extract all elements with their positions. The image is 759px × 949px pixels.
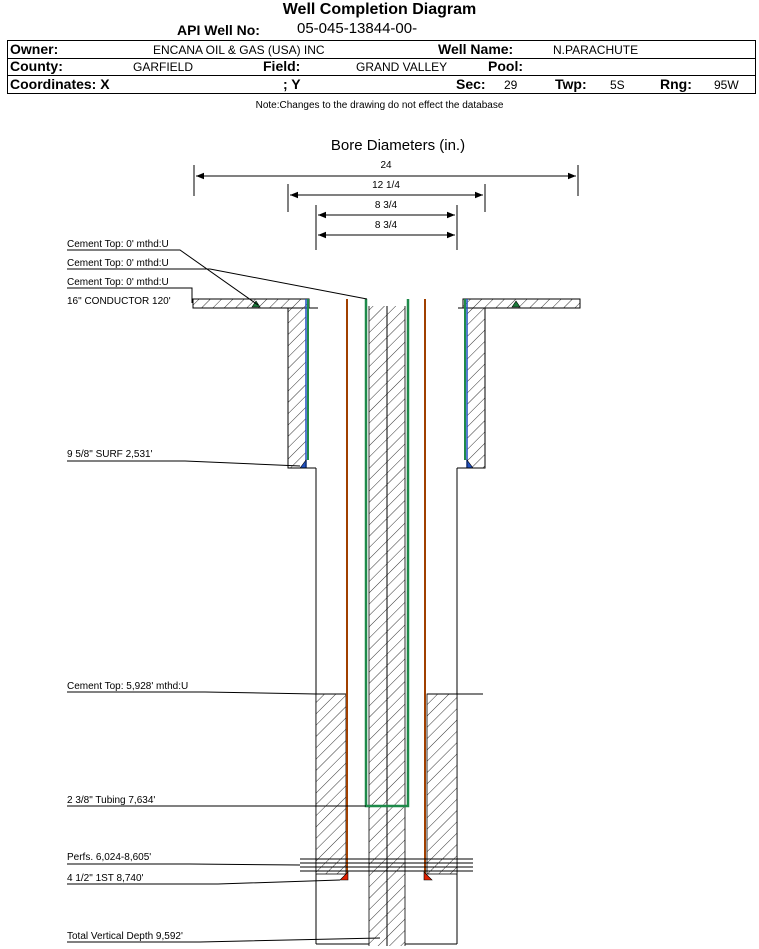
callout-tubing: 2 3/8" Tubing 7,634' xyxy=(67,795,366,807)
note-text: Note:Changes to the drawing do not effec… xyxy=(255,100,504,111)
callout-text: Cement Top: 0' mthd:U xyxy=(67,239,169,250)
callout-production-casing: 4 1/2" 1ST 8,740' xyxy=(67,873,341,885)
twp-label: Twp: xyxy=(555,76,587,92)
dimension-8-3-4-b: 8 3/4 xyxy=(318,220,455,239)
callout-total-depth: Total Vertical Depth 9,592' xyxy=(67,931,381,943)
dimension-24: 24 xyxy=(193,160,579,196)
well-name-label: Well Name: xyxy=(438,41,514,57)
callout-text: Perfs. 6,024-8,605' xyxy=(67,852,151,863)
rng-label: Rng: xyxy=(660,76,692,92)
field-label: Field: xyxy=(263,58,301,74)
pool-label: Pool: xyxy=(488,58,523,74)
callout-cement-top-5928: Cement Top: 5,928' mthd:U xyxy=(67,681,317,695)
sec-label: Sec: xyxy=(456,76,486,92)
callout-text: 2 3/8" Tubing 7,634' xyxy=(67,795,155,806)
owner-row: Owner: ENCANA OIL & GAS (USA) INC Well N… xyxy=(7,40,756,59)
api-label: API Well No: xyxy=(177,22,260,38)
dimension-8-3-4-label-a: 8 3/4 xyxy=(375,200,398,211)
callout-conductor: 16" CONDUCTOR 120' xyxy=(67,296,171,307)
county-label: County: xyxy=(10,58,63,74)
callout-cement-top-3: Cement Top: 0' mthd:U xyxy=(67,277,193,303)
dimension-8-3-4-label-b: 8 3/4 xyxy=(375,220,398,231)
callout-cement-top-2: Cement Top: 0' mthd:U xyxy=(67,258,368,300)
callout-text: Total Vertical Depth 9,592' xyxy=(67,931,183,942)
diagram-title: Well Completion Diagram xyxy=(282,1,477,18)
tubing-string xyxy=(364,299,410,946)
rng-value: 95W xyxy=(714,78,739,92)
owner-label: Owner: xyxy=(10,41,59,57)
well-name-value: N.PARACHUTE xyxy=(553,43,639,57)
callout-text: 9 5/8" SURF 2,531' xyxy=(67,449,153,460)
coordinates-label: Coordinates: X xyxy=(10,76,110,92)
callout-surface-casing: 9 5/8" SURF 2,531' xyxy=(67,449,301,467)
surface-casing-cement xyxy=(287,299,486,469)
callout-text: Cement Top: 5,928' mthd:U xyxy=(67,681,188,692)
dimension-8-3-4-a: 8 3/4 xyxy=(315,200,458,250)
callout-cement-top-1: Cement Top: 0' mthd:U xyxy=(67,239,259,306)
field-value: GRAND VALLEY xyxy=(356,60,448,74)
api-value: 05-045-13844-00- xyxy=(297,20,418,37)
callout-text: Cement Top: 0' mthd:U xyxy=(67,277,169,288)
county-value: GARFIELD xyxy=(133,60,194,74)
production-casing xyxy=(339,299,433,881)
bore-diameters-title: Bore Diameters (in.) xyxy=(331,137,465,154)
production-cement xyxy=(315,693,483,875)
dimension-24-label: 24 xyxy=(380,160,392,171)
coordinates-row: Coordinates: X ; Y Sec: 29 Twp: 5S Rng: … xyxy=(7,76,756,94)
coordinate-y-label: ; Y xyxy=(283,76,301,92)
dimension-12-1-4: 12 1/4 xyxy=(287,180,486,212)
callout-text: 16" CONDUCTOR 120' xyxy=(67,296,171,307)
twp-value: 5S xyxy=(610,78,625,92)
callout-perforations: Perfs. 6,024-8,605' xyxy=(67,852,301,866)
callout-text: Cement Top: 0' mthd:U xyxy=(67,258,169,269)
sec-value: 29 xyxy=(504,78,518,92)
dimension-12-1-4-label: 12 1/4 xyxy=(372,180,400,191)
county-row: County: GARFIELD Field: GRAND VALLEY Poo… xyxy=(7,58,756,76)
callout-text: 4 1/2" 1ST 8,740' xyxy=(67,873,144,884)
owner-value: ENCANA OIL & GAS (USA) INC xyxy=(153,43,325,57)
perforations xyxy=(300,858,473,872)
